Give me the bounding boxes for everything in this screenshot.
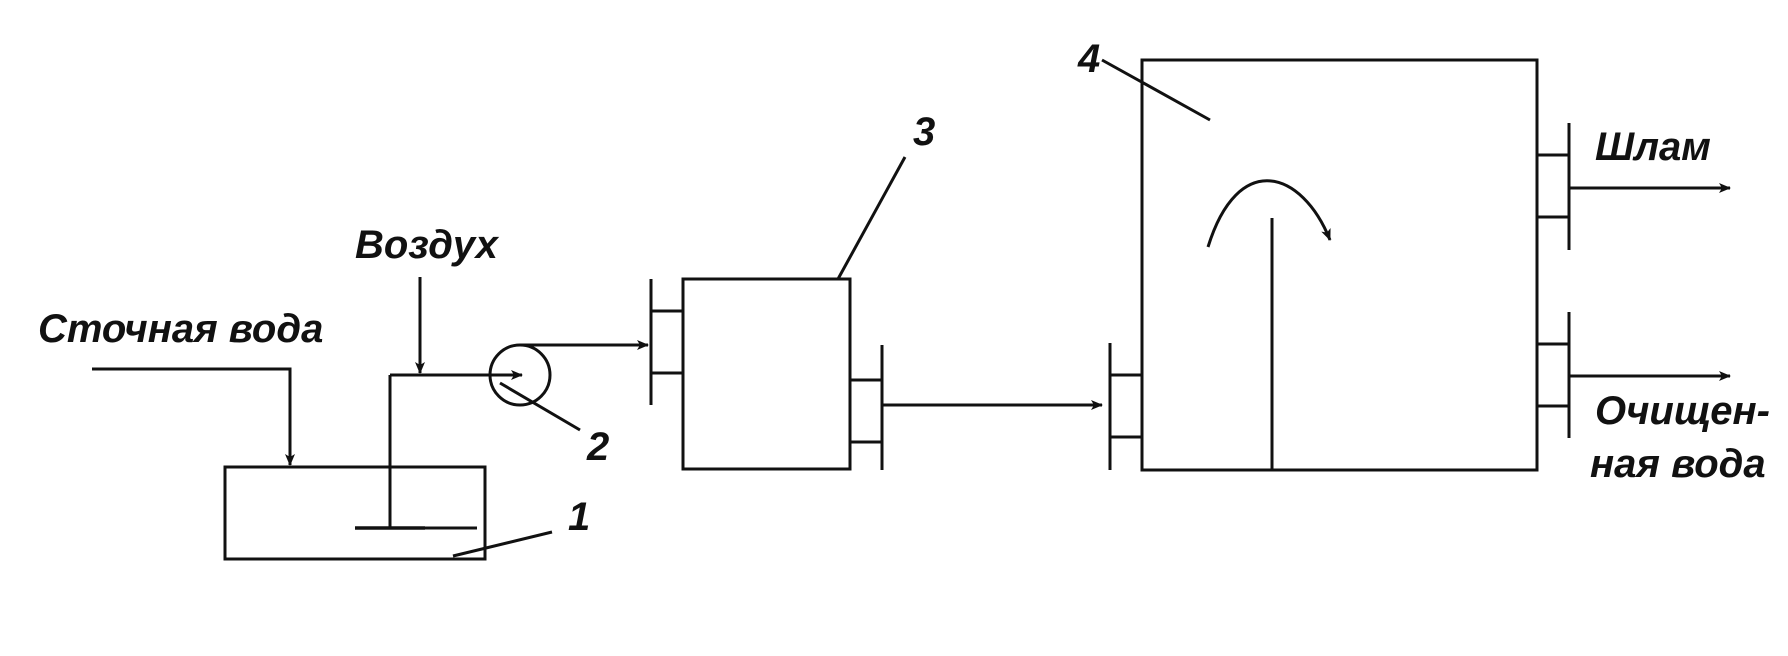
waste-water-label: Сточная вода: [38, 307, 323, 351]
label-4: 4: [1077, 37, 1100, 81]
sludge-outlet: [1535, 123, 1731, 250]
aerator-pipe: [355, 375, 425, 530]
flotator-4: [1108, 58, 1539, 472]
waste-water-inlet-arrow: [92, 367, 295, 466]
clean-water-outlet: [1535, 312, 1731, 438]
clean-water-label-line1: Очищен-: [1595, 389, 1770, 433]
label-2: 2: [586, 425, 609, 469]
air-label: Воздух: [355, 223, 500, 267]
saturator-3: [649, 277, 884, 471]
clean-water-label-line2: ная вода: [1590, 442, 1766, 486]
label-3: 3: [913, 110, 935, 154]
sludge-label: Шлам: [1595, 125, 1711, 169]
label-1: 1: [568, 495, 590, 539]
leader-lines: [452, 58, 1211, 558]
tank-1: [223, 465, 487, 561]
